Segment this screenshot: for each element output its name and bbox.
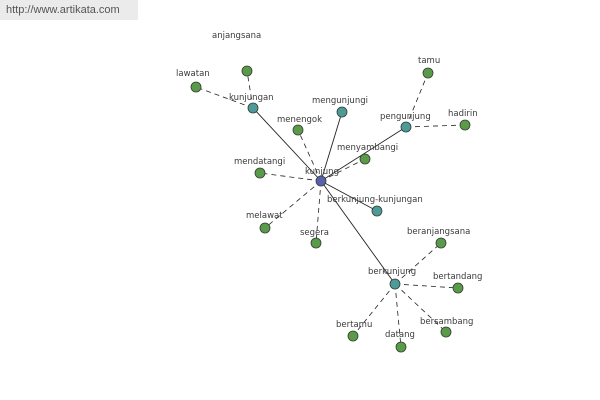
edge-berkunjung-bersambang: [394, 283, 447, 333]
node-label-beranjangsana: beranjangsana: [407, 227, 470, 237]
node-label-melawat: melawat: [246, 211, 283, 221]
node-label-kunjungan: kunjungan: [229, 93, 274, 103]
edge-berkunjung-datang: [394, 283, 402, 348]
edge-pengunjung-hadirin: [405, 124, 466, 128]
node-label-pengunjung: pengunjung: [380, 112, 431, 122]
node-label-bertandang: bertandang: [433, 272, 482, 282]
edge-kunjung-menyambangi: [320, 158, 366, 182]
edge-kunjungan-anjangsana: [246, 70, 254, 109]
node-berkunjung-kunjungan[interactable]: [371, 205, 383, 217]
labels-layer: kunjung kunjungan mengunjungi pengunjung ber…: [176, 31, 482, 340]
node-label-berkunjung: berkunjung: [368, 267, 416, 277]
nodes-layer: [190, 65, 471, 353]
node-datang[interactable]: [395, 341, 407, 353]
edges-layer: [195, 70, 466, 348]
node-segera[interactable]: [310, 237, 322, 249]
node-bersambang[interactable]: [440, 326, 452, 338]
edge-kunjung-segera: [315, 180, 322, 244]
node-hadirin[interactable]: [459, 119, 471, 131]
edge-berkunjung-bertamu: [352, 283, 396, 337]
node-menyambangi[interactable]: [359, 153, 371, 165]
node-beranjangsana[interactable]: [435, 237, 447, 249]
node-label-tamu: tamu: [418, 56, 440, 66]
edge-kunjung-berkunjung: [320, 180, 396, 285]
edge-kunjung-berkunjung-kunjungan: [320, 180, 378, 212]
edge-berkunjung-bertandang: [394, 283, 459, 289]
edge-kunjung-menengok: [297, 129, 322, 182]
node-label-anjangsana: anjangsana: [212, 31, 261, 41]
node-label-bersambang: bersambang: [420, 317, 473, 327]
edge-kunjung-mendatangi: [259, 172, 322, 182]
node-anjangsana[interactable]: [241, 65, 253, 77]
node-label-datang: datang: [385, 330, 415, 340]
node-kunjungan[interactable]: [247, 102, 259, 114]
edge-kunjung-mengunjungi: [320, 111, 343, 182]
edge-kunjung-melawat: [264, 180, 322, 229]
node-melawat[interactable]: [259, 222, 271, 234]
node-mendatangi[interactable]: [254, 167, 266, 179]
node-tamu[interactable]: [422, 67, 434, 79]
node-label-lawatan: lawatan: [176, 69, 210, 79]
edge-kunjung-kunjungan: [252, 107, 322, 182]
node-label-bertamu: bertamu: [336, 320, 372, 330]
edge-berkunjung-beranjangsana: [394, 242, 442, 285]
node-label-kunjung: kunjung: [305, 167, 339, 177]
node-bertamu[interactable]: [347, 330, 359, 342]
node-menengok[interactable]: [292, 124, 304, 136]
node-berkunjung[interactable]: [389, 278, 401, 290]
node-pengunjung[interactable]: [400, 121, 412, 133]
watermark-url: http://www.artikata.com: [0, 0, 138, 20]
edge-kunjungan-lawatan: [195, 86, 254, 109]
node-label-mendatangi: mendatangi: [234, 157, 285, 167]
edge-pengunjung-tamu: [405, 72, 429, 128]
node-label-berkunjung-kunjungan: berkunjung-kunjungan: [327, 195, 423, 205]
node-label-mengunjungi: mengunjungi: [312, 96, 368, 106]
node-lawatan[interactable]: [190, 81, 202, 93]
node-kunjung[interactable]: [315, 175, 327, 187]
node-label-menengok: menengok: [277, 115, 322, 125]
node-label-menyambangi: menyambangi: [337, 143, 398, 153]
node-mengunjungi[interactable]: [336, 106, 348, 118]
node-bertandang[interactable]: [452, 282, 464, 294]
node-label-hadirin: hadirin: [448, 109, 478, 119]
node-label-segera: segera: [300, 228, 329, 238]
